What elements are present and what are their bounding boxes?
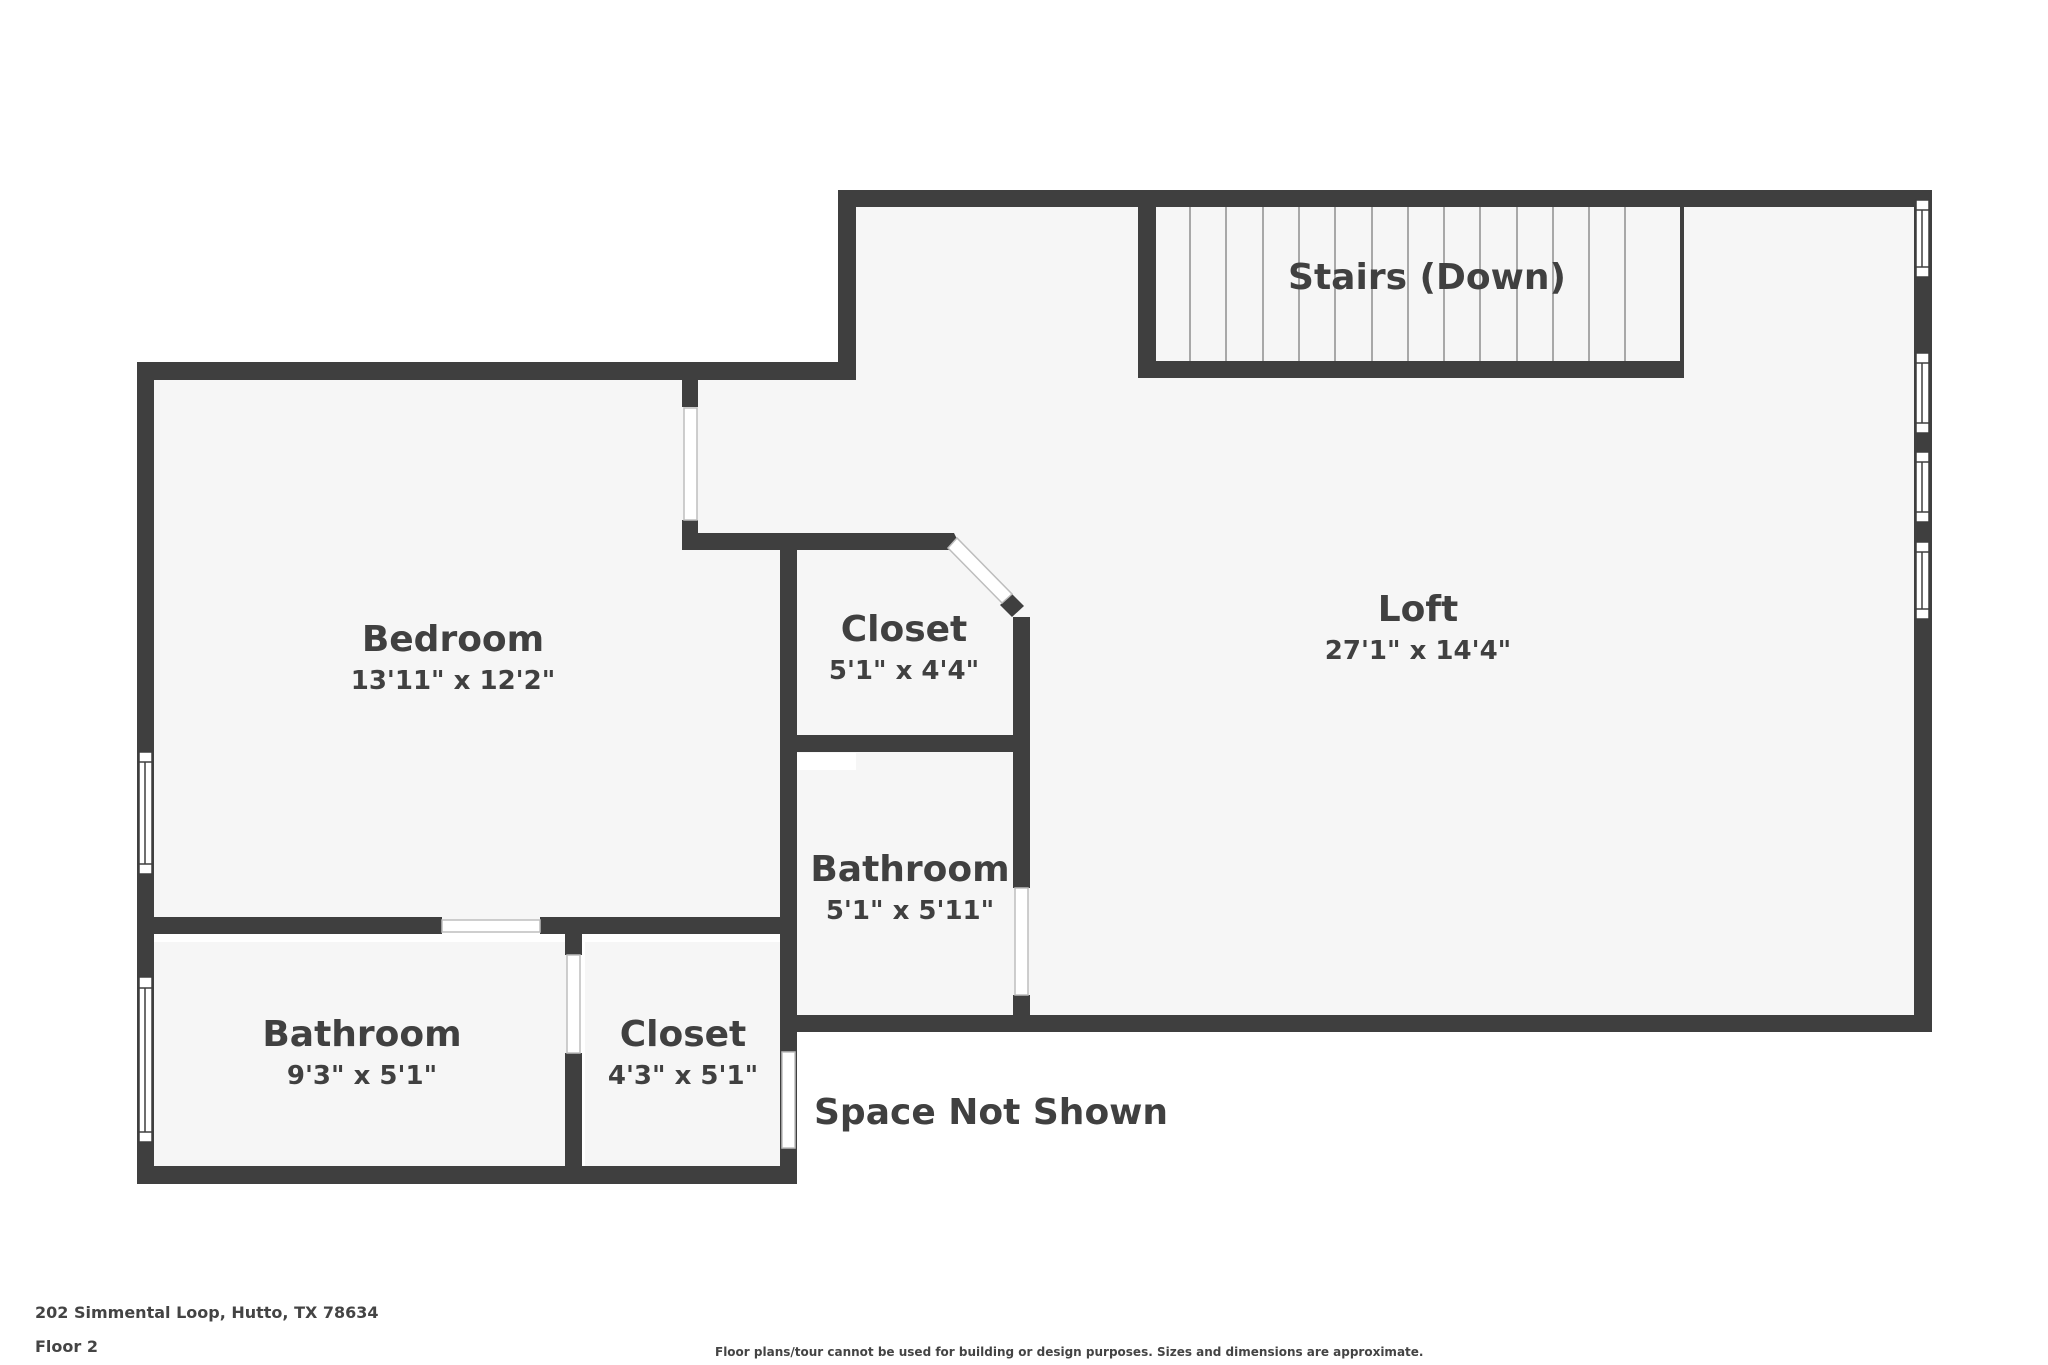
wall-loft-bottom xyxy=(780,1015,1932,1032)
window-loft-right-2 xyxy=(1915,352,1930,434)
wall-bedroom-top xyxy=(137,362,856,380)
room-dimensions: 27'1" x 14'4" xyxy=(1324,636,1512,666)
wall-bedroom-bottom-right xyxy=(540,917,797,934)
disclaimer: Floor plans/tour cannot be used for buil… xyxy=(715,1345,1424,1359)
room-name: Bathroom xyxy=(810,849,1010,890)
wall-bedroom-door-col-top xyxy=(682,372,698,407)
wall-loft-top xyxy=(838,190,1932,207)
space-not-shown-label: Space Not Shown xyxy=(814,1092,1169,1133)
window-loft-right-3 xyxy=(1915,451,1930,523)
stairs-label: Stairs (Down) xyxy=(1288,258,1566,298)
door-bedroom-hall xyxy=(683,407,698,521)
floor-label: Floor 2 xyxy=(35,1337,98,1356)
stairs xyxy=(1168,207,1684,361)
wall-closet-right xyxy=(1013,617,1030,755)
room-label-closet-lower: Closet 4'3" x 5'1" xyxy=(608,1015,758,1093)
room-name: Closet xyxy=(840,609,968,650)
room-dimensions: 5'1" x 5'11" xyxy=(825,896,995,926)
room-name: Loft xyxy=(1377,589,1459,630)
room-label-bathroom-lower: Bathroom 9'3" x 5'1" xyxy=(262,1015,461,1093)
door-bedroom-bath xyxy=(441,919,541,933)
room-label-closet-upper: Closet 5'1" x 4'4" xyxy=(829,610,979,688)
wall-bath-right-bottom xyxy=(1013,995,1030,1017)
wall-bedroom-bottom-left xyxy=(137,917,442,934)
window-bedroom-left xyxy=(138,751,153,875)
stairs-floor xyxy=(1168,207,1684,361)
door-closet-lower-outside xyxy=(781,1051,796,1149)
room-dimensions: 9'3" x 5'1" xyxy=(286,1061,438,1091)
door-bath-closet-lower xyxy=(566,954,581,1054)
windows xyxy=(138,199,1930,1143)
room-dimensions: 5'1" x 4'4" xyxy=(828,656,980,686)
room-label-bedroom: Bedroom 13'11" x 12'2" xyxy=(351,620,556,698)
room-name: Bedroom xyxy=(361,619,545,660)
room-label-loft: Loft 27'1" x 14'4" xyxy=(1325,590,1511,668)
bedroom-floor xyxy=(154,380,780,926)
bathroom-center-floor xyxy=(797,770,1029,1015)
stairs-name: Stairs (Down) xyxy=(1288,257,1566,298)
wall-stairs-left xyxy=(1138,200,1156,378)
room-dimensions: 13'11" x 12'2" xyxy=(350,666,556,696)
wall-hall-bottom xyxy=(682,533,954,550)
property-address: 202 Simmental Loop, Hutto, TX 78634 xyxy=(35,1303,379,1322)
stair-treads xyxy=(1189,207,1626,361)
window-loft-right-4 xyxy=(1915,541,1930,620)
door-bath-center-loft xyxy=(1014,887,1029,996)
wall-stairs-bottom xyxy=(1138,361,1684,378)
room-label-bathroom-center: Bathroom 5'1" x 5'11" xyxy=(810,850,1009,928)
wall-stairs-right xyxy=(1680,207,1684,365)
wall-bath-right-top xyxy=(1013,753,1030,888)
wall-bottom-left xyxy=(137,1166,797,1184)
wall-closet-bath-divider xyxy=(780,735,1030,752)
window-bath-lower-left xyxy=(138,976,153,1143)
bathroom-lower-floor xyxy=(154,942,569,1166)
wall-loft-step xyxy=(838,190,856,380)
wall-lower-divider-top xyxy=(565,925,582,955)
room-name: Bathroom xyxy=(262,1014,462,1055)
wall-lower-divider-bottom xyxy=(565,1053,582,1178)
doors xyxy=(441,407,1029,1149)
loft-floor-hall xyxy=(698,380,858,535)
room-dimensions: 4'3" x 5'1" xyxy=(607,1061,759,1091)
door-closet-upper-angled xyxy=(946,536,1014,605)
wall-lower-closet-right-bottom xyxy=(780,1148,797,1183)
closet-lower-floor xyxy=(585,942,780,1166)
wall-closet-left xyxy=(780,533,797,1183)
window-loft-right-1 xyxy=(1915,199,1930,278)
room-name: Closet xyxy=(619,1014,747,1055)
